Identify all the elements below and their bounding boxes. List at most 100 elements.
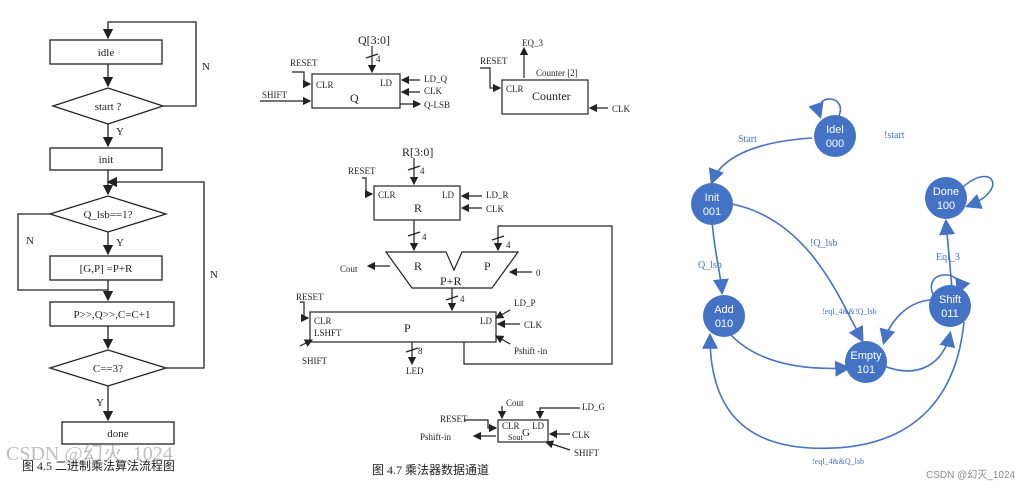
g-ld-label: LD <box>532 421 544 431</box>
state-circle <box>845 341 887 383</box>
counter-reset-label: RESET <box>480 56 508 66</box>
edge-label-qlsb: Q_lsb <box>698 260 722 271</box>
state-name: Add <box>714 304 734 316</box>
no-label-1: N <box>202 61 210 73</box>
p-pshift-label: Pshift -in <box>514 346 548 356</box>
q-shift-label: SHIFT <box>262 90 288 100</box>
q-lsb-label: Q-LSB <box>424 100 450 110</box>
g-pshift-label: Pshift-in <box>420 432 452 442</box>
counter-eq-label: EQ_3 <box>522 38 543 48</box>
state-name: Done <box>933 186 959 198</box>
q-input-label: Q[3:0] <box>358 33 390 47</box>
done-box <box>61 421 175 445</box>
q-clr-label: CLR <box>316 80 334 90</box>
state-circle <box>691 183 733 225</box>
state-code: 100 <box>937 200 955 212</box>
p-clr-label: CLR <box>314 316 332 326</box>
init-label: init <box>99 154 114 166</box>
state-circle <box>929 285 971 327</box>
r-ld-label: LD <box>442 190 454 200</box>
edge-add-empty <box>729 333 852 377</box>
state-code: 011 <box>941 308 959 320</box>
start-label: start ? <box>95 101 122 113</box>
edge-label-notstart: !start <box>884 130 905 141</box>
flowchart-diagram: idle start ? init Q_lsb==1? [G,P] =P+R P… <box>6 21 218 473</box>
edge-idle-init <box>708 137 813 186</box>
p-register <box>309 311 497 343</box>
g-cout-label: Cout <box>506 398 524 408</box>
edge-idle-self <box>808 98 841 120</box>
state-shift: Shift 011 <box>929 285 971 327</box>
p-ldp-label: LD_P <box>514 298 536 308</box>
r-clr-label: CLR <box>378 190 396 200</box>
q-clk-label: CLK <box>424 86 443 96</box>
q-width: 4 <box>376 54 381 64</box>
counter-register <box>501 79 589 115</box>
yes-label-1: Y <box>116 126 124 138</box>
q-ld-label: LD <box>380 78 392 88</box>
edge-label-notqlsb: !Q_lsb <box>810 238 837 249</box>
shift-label: P>>,Q>>,C=C+1 <box>74 309 151 321</box>
edge-label-start: Start <box>738 134 757 145</box>
state-done: Done 100 <box>925 177 967 219</box>
state-add: Add 010 <box>703 295 745 337</box>
state-circle <box>814 115 856 157</box>
state-code: 101 <box>857 364 875 376</box>
qlsb-decision <box>47 195 169 233</box>
p-bus-width: 4 <box>506 240 511 250</box>
yes-label-2: Y <box>116 237 124 249</box>
no-label-2: N <box>26 235 34 247</box>
r-bus-width: 4 <box>422 232 427 242</box>
no-label-3: N <box>210 269 218 281</box>
alu-sum-label: P+R <box>440 274 461 288</box>
r-register <box>373 185 461 221</box>
done-label: done <box>107 428 129 440</box>
led-bus-width: 8 <box>418 346 423 356</box>
edge-empty-shift <box>883 330 956 372</box>
r-clk-label: CLK <box>486 204 505 214</box>
qlsb-label: Q_lsb==1? <box>83 209 132 221</box>
q-reset-label: RESET <box>290 58 318 68</box>
datapath-caption: 图 4.7 乘法器数据通道 <box>372 462 489 477</box>
state-name: Shift <box>939 294 961 306</box>
p-name: P <box>404 321 411 335</box>
g-sout-label: Sout <box>508 433 523 442</box>
state-code: 010 <box>715 318 733 330</box>
q-name: Q <box>350 91 359 105</box>
carry-in-zero: 0 <box>536 268 541 278</box>
add-box <box>49 255 163 281</box>
flowchart-panel: idle start ? init Q_lsb==1? [G,P] =P+R P… <box>0 0 240 488</box>
sum-bus-width: 4 <box>460 294 465 304</box>
edge-shift-done <box>939 218 956 291</box>
state-empty: Empty 101 <box>845 341 887 383</box>
flowchart-caption: 图 4.5 二进制乘法算法流程图 <box>22 458 175 473</box>
p-ld-label: LD <box>480 316 492 326</box>
edge-init-add <box>711 219 729 296</box>
g-shift-label: SHIFT <box>574 448 600 458</box>
edge-shift-loop <box>930 274 971 301</box>
ceq-label: C==3? <box>93 363 123 375</box>
g-clk-label: CLK <box>572 430 591 440</box>
r-reset-label: RESET <box>348 166 376 176</box>
watermark-right: CSDN @幻灭_1024 <box>926 468 1016 481</box>
edge-done-self <box>961 175 994 209</box>
shift-box <box>49 301 175 327</box>
fsm-diagram: Idel000Init001Add010Empty101Shift011Done… <box>691 98 1016 481</box>
led-label: LED <box>406 366 424 376</box>
edge-init-empty <box>731 203 864 343</box>
alu-r-label: R <box>414 259 422 273</box>
state-circle <box>925 177 967 219</box>
g-name: G <box>522 427 530 439</box>
r-ldr-label: LD_R <box>486 190 509 200</box>
state-code: 000 <box>826 138 844 150</box>
counter-clr-label: CLR <box>506 84 524 94</box>
alu-p-label: P <box>484 259 491 273</box>
edge-label-noteq-notq: !eql_4&&!Q_lsb <box>822 307 877 316</box>
cout-label: Cout <box>340 264 358 274</box>
state-name: Empty <box>850 350 882 362</box>
watermark-left: CSDN @幻灭_1024 <box>6 442 173 465</box>
add-label: [G,P] =P+R <box>80 263 133 275</box>
idle-label: idle <box>98 47 115 59</box>
